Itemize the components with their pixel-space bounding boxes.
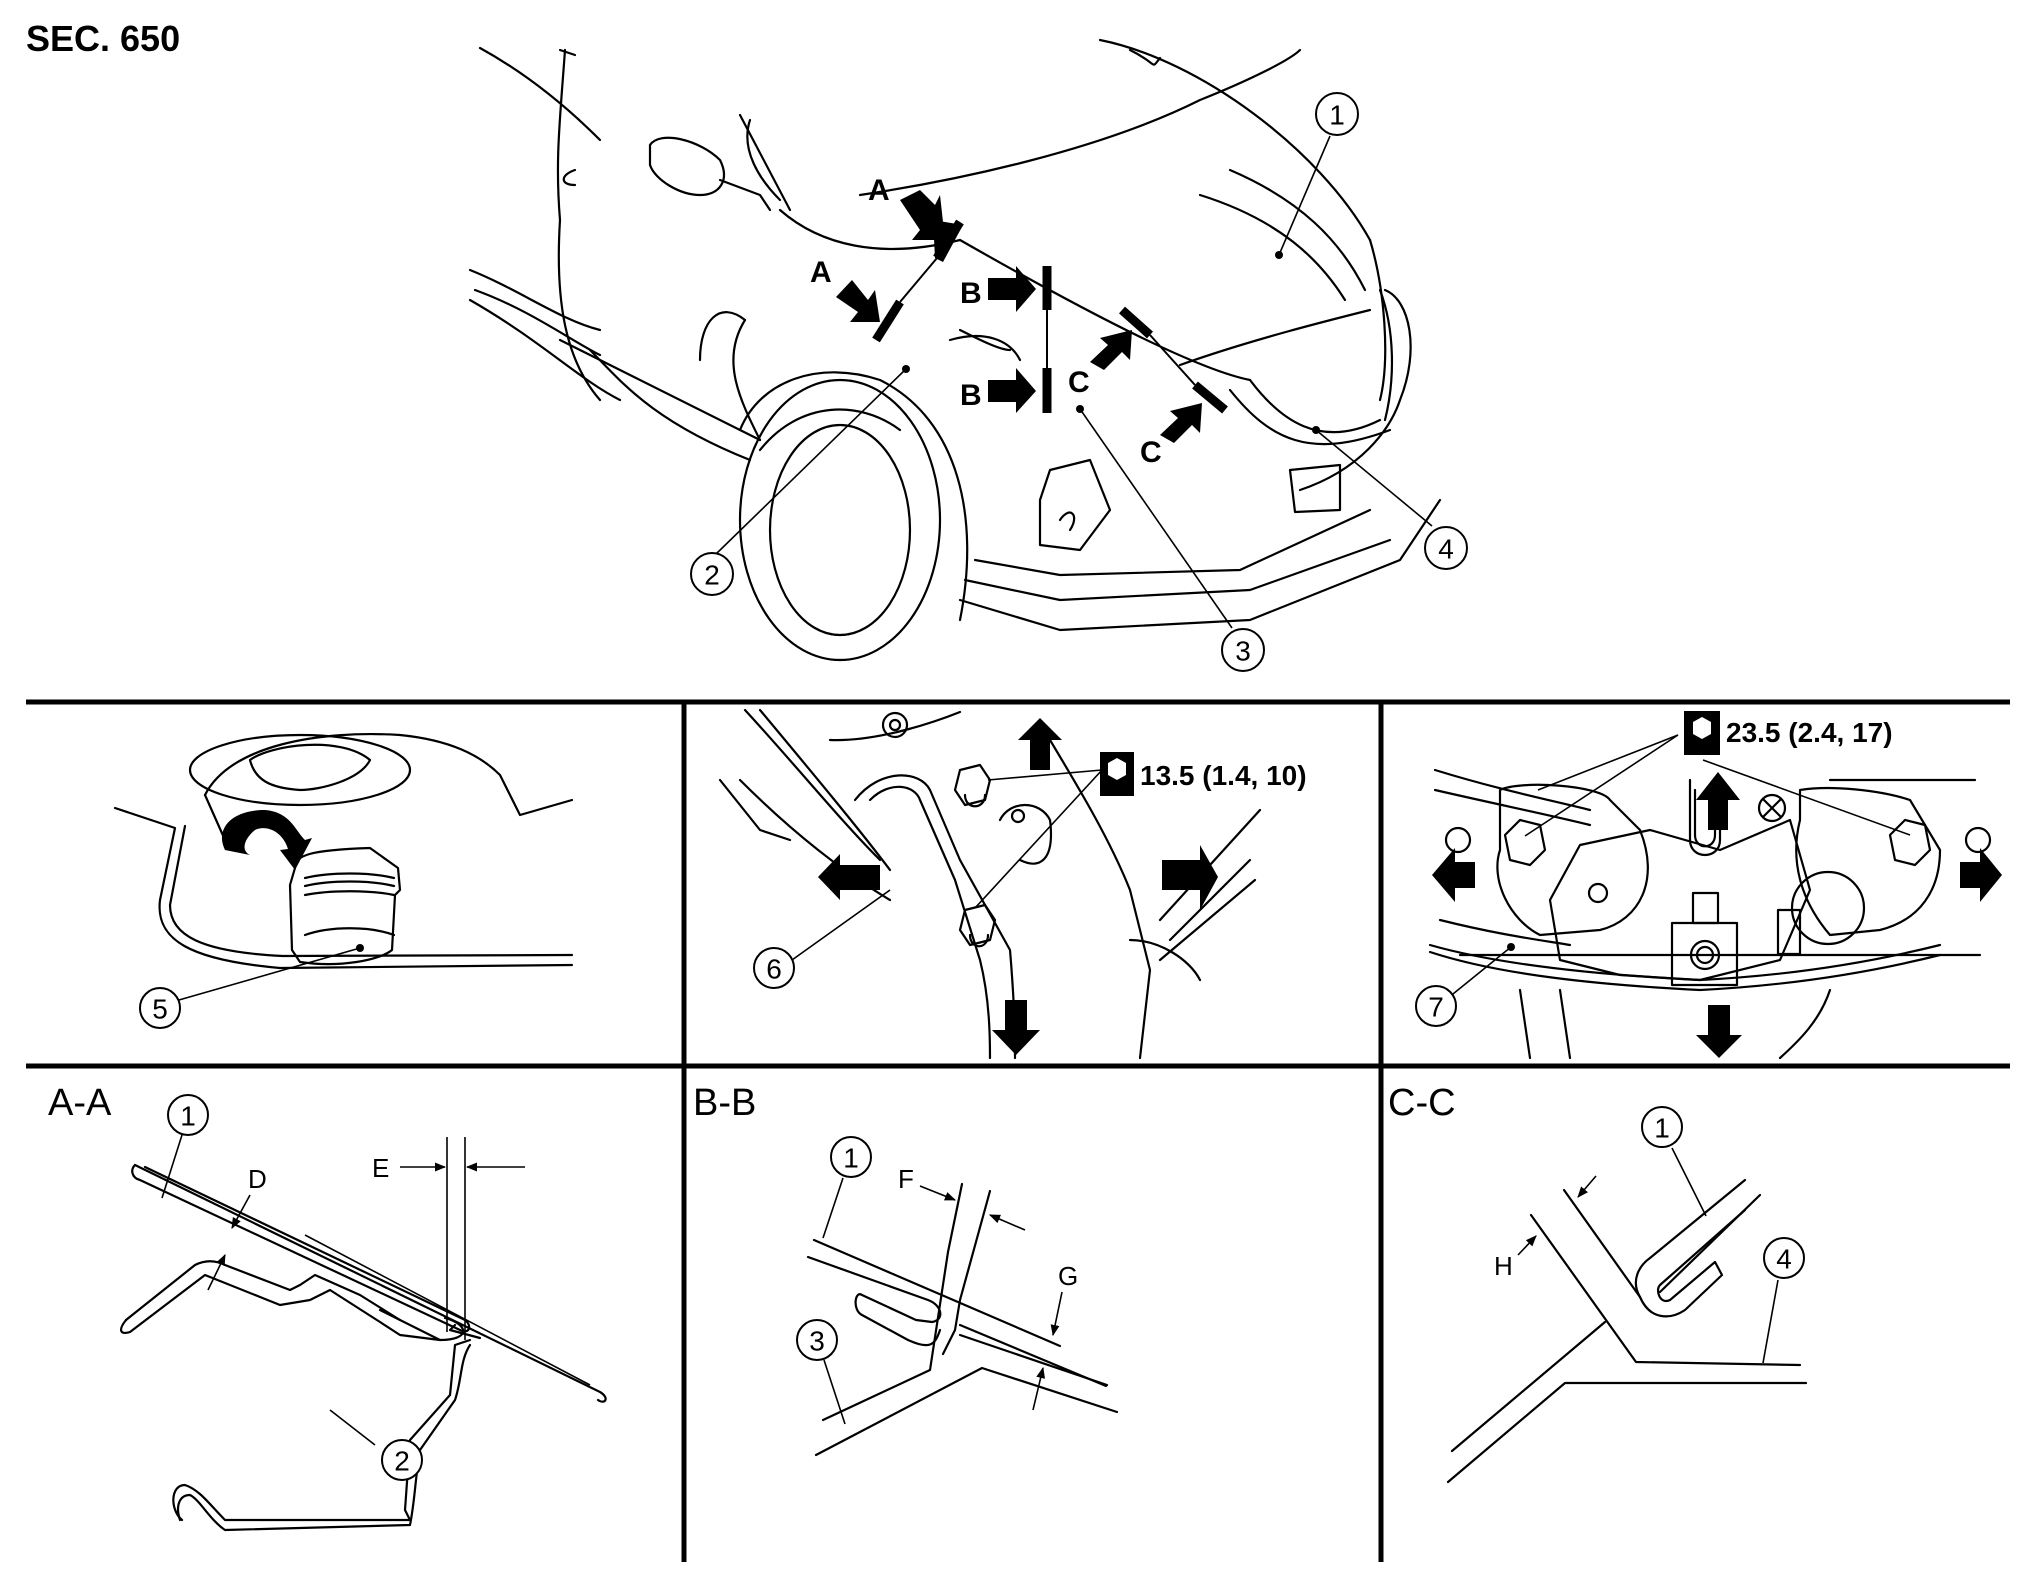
marker-b-lower: B	[960, 379, 982, 412]
dimension-g: G	[1058, 1261, 1078, 1291]
arrow-up-icon	[1696, 772, 1740, 830]
rotate-arrow-icon	[221, 810, 312, 870]
vehicle-front-view	[468, 38, 1442, 662]
section-c-c: C-C H 1 4	[1388, 1082, 1808, 1484]
dimension-e: E	[372, 1153, 389, 1183]
section-c-callout-1: 1	[1654, 1113, 1670, 1144]
svg-text:4: 4	[1438, 534, 1454, 565]
marker-c-lower: C	[1140, 436, 1162, 469]
arrow-b-lower	[988, 368, 1036, 413]
marker-c-upper: C	[1068, 366, 1090, 399]
dimension-d: D	[248, 1164, 267, 1194]
arrow-b-upper	[988, 266, 1036, 312]
callout-5: 5	[152, 994, 168, 1025]
svg-text:3: 3	[1235, 636, 1251, 667]
arrow-down-icon	[992, 1000, 1040, 1055]
detail-view-7: 7 23.5 (2.4, 17)	[1415, 711, 2002, 1060]
callout-2: 2	[690, 552, 734, 596]
section-b-callout-1: 1	[843, 1143, 859, 1174]
dimension-f: F	[898, 1164, 914, 1194]
dimension-h: H	[1494, 1251, 1513, 1281]
panel-grid	[26, 699, 2010, 1562]
callout-1: 1	[1315, 92, 1359, 136]
arrow-left-icon	[818, 854, 880, 900]
arrow-c-lower	[1160, 403, 1202, 443]
callout-4: 4	[1424, 526, 1468, 570]
section-c-callout-4: 4	[1776, 1244, 1792, 1275]
marker-a-upper: A	[868, 174, 890, 207]
section-b-b: B-B F G 1 3	[693, 1082, 1119, 1457]
arrow-right-icon	[1960, 848, 2002, 902]
callout-6: 6	[766, 954, 782, 985]
section-a-a: A-A E D 1 2	[48, 1082, 607, 1532]
arrow-up-icon	[1018, 718, 1062, 770]
torque-spec-6: 13.5 (1.4, 10)	[1140, 760, 1307, 791]
arrow-down-icon	[1696, 1005, 1742, 1058]
section-title-a-a: A-A	[48, 1082, 112, 1124]
section-a-callout-1: 1	[180, 1101, 196, 1132]
arrow-a-upper	[900, 190, 945, 240]
marker-b-upper: B	[960, 277, 982, 310]
marker-a-lower: A	[810, 256, 832, 289]
arrow-right-icon	[1162, 845, 1218, 910]
section-b-callout-3: 3	[809, 1326, 825, 1357]
section-a-callout-2: 2	[394, 1446, 410, 1477]
callout-7: 7	[1428, 992, 1444, 1023]
section-markers: A A B B C C	[810, 174, 1228, 469]
section-title-c-c: C-C	[1388, 1082, 1456, 1124]
arrow-c-upper	[1090, 330, 1132, 370]
svg-text:2: 2	[704, 560, 720, 591]
section-label: SEC. 650	[26, 18, 181, 59]
section-title-b-b: B-B	[693, 1082, 756, 1124]
callout-3: 3	[1221, 628, 1265, 672]
detail-view-6: 6 13.5 (1.4, 10)	[718, 708, 1307, 1060]
arrow-left-icon	[1432, 848, 1475, 902]
detail-view-5: 5	[113, 732, 574, 1029]
svg-text:1: 1	[1329, 100, 1345, 131]
torque-spec-7: 23.5 (2.4, 17)	[1726, 717, 1893, 748]
arrow-a-lower	[836, 280, 880, 322]
